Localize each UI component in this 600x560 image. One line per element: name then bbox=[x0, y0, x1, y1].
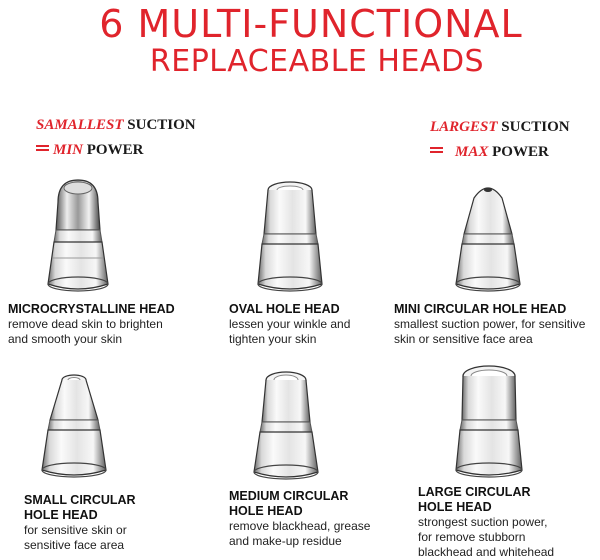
legend-min-power-dark: POWER bbox=[86, 142, 144, 158]
head-desc: for remove stubborn bbox=[418, 530, 526, 544]
page-title: 6 MULTI-FUNCTIONAL bbox=[99, 2, 523, 46]
head-name: OVAL HOLE HEAD bbox=[229, 302, 340, 316]
head-label-mini-circular: MINI CIRCULAR HOLE HEAD smallest suction… bbox=[394, 302, 599, 347]
equals-icon bbox=[36, 145, 49, 151]
legend-min-dark-word: SUCTION bbox=[127, 117, 196, 133]
head-name: HOLE HEAD bbox=[229, 504, 303, 518]
head-desc: and smooth your skin bbox=[8, 332, 123, 346]
head-desc: tighten your skin bbox=[229, 332, 317, 346]
head-desc: smallest suction power, for sensitive bbox=[394, 317, 586, 331]
medium-circular-hole-head-icon bbox=[253, 371, 319, 480]
legend-max: LARGEST SUCTION MAX POWER bbox=[430, 118, 570, 161]
head-name: SMALL CIRCULAR bbox=[24, 493, 136, 507]
oval-hole-head-icon bbox=[257, 181, 323, 292]
head-label-small-circular: SMALL CIRCULAR HOLE HEAD for sensitive s… bbox=[24, 493, 214, 553]
equals-icon bbox=[430, 147, 443, 153]
head-name: MINI CIRCULAR HOLE HEAD bbox=[394, 302, 567, 316]
head-name: LARGE CIRCULAR bbox=[418, 485, 531, 499]
head-label-oval-hole: OVAL HOLE HEAD lessen your winkle and ti… bbox=[229, 302, 419, 347]
legend-max-dark-word: SUCTION bbox=[501, 119, 570, 135]
head-desc: remove dead skin to brighten bbox=[8, 317, 163, 331]
head-desc: skin or sensitive face area bbox=[394, 332, 533, 346]
page-subtitle: REPLACEABLE HEADS bbox=[149, 44, 485, 79]
head-desc: for sensitive skin or bbox=[24, 523, 127, 537]
legend-min: SAMALLEST SUCTION MIN POWER bbox=[36, 116, 196, 159]
head-name: HOLE HEAD bbox=[24, 508, 98, 522]
microcrystalline-head-icon bbox=[47, 179, 109, 292]
large-circular-hole-head-icon bbox=[455, 365, 523, 478]
small-circular-hole-head-icon bbox=[41, 374, 107, 478]
head-name: MEDIUM CIRCULAR bbox=[229, 489, 349, 503]
head-desc: blackhead and whitehead bbox=[418, 545, 555, 559]
head-name: MICROCRYSTALLINE HEAD bbox=[8, 302, 175, 316]
head-desc: strongest suction power, bbox=[418, 515, 548, 529]
head-desc: remove blackhead, grease bbox=[229, 519, 371, 533]
head-label-microcrystalline: MICROCRYSTALLINE HEAD remove dead skin t… bbox=[8, 302, 198, 347]
head-label-large-circular: LARGE CIRCULAR HOLE HEAD strongest sucti… bbox=[418, 485, 598, 560]
head-label-medium-circular: MEDIUM CIRCULAR HOLE HEAD remove blackhe… bbox=[229, 489, 419, 549]
legend-max-red-word: LARGEST bbox=[430, 119, 498, 135]
legend-min-power-red: MIN bbox=[53, 142, 84, 158]
head-desc: and make-up residue bbox=[229, 534, 342, 548]
legend-min-red-word: SAMALLEST bbox=[36, 117, 124, 133]
head-desc: sensitive face area bbox=[24, 538, 125, 552]
legend-max-power-dark: POWER bbox=[492, 144, 549, 160]
head-name: HOLE HEAD bbox=[418, 500, 492, 514]
mini-circular-hole-head-icon bbox=[455, 187, 521, 292]
legend-max-power-red: MAX bbox=[455, 144, 489, 160]
head-desc: lessen your winkle and bbox=[229, 317, 351, 331]
